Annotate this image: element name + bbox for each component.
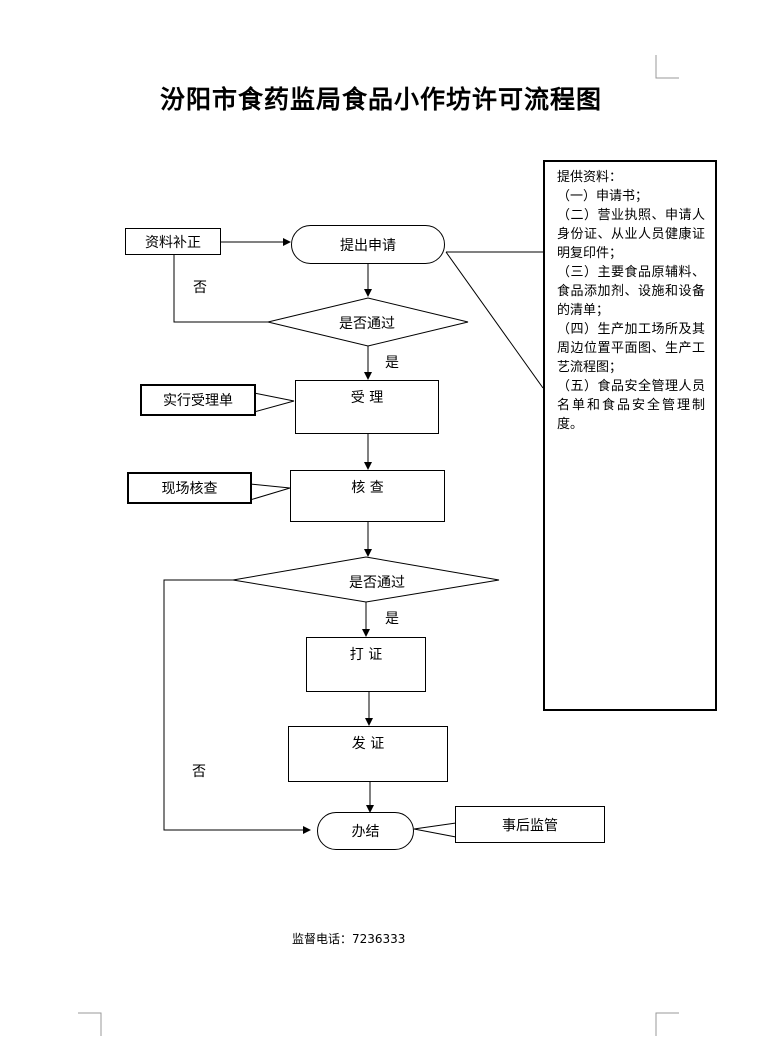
print-box: 打 证 [306, 637, 426, 692]
materials-item: （二）营业执照、申请人身份证、从业人员健康证明复印件； [557, 208, 705, 261]
issue-box: 发 证 [288, 726, 448, 782]
yes-label-1: 是 [385, 355, 399, 371]
supplement-box: 资料补正 [125, 228, 221, 255]
materials-item: （一）申请书； [557, 189, 649, 204]
decision-1-label: 是否通过 [339, 316, 395, 332]
accept-box: 受 理 [295, 380, 439, 434]
apply-node: 提出申请 [291, 225, 445, 264]
page-corner-marks [78, 55, 679, 1036]
materials-heading: 提供资料： [557, 170, 623, 185]
inspect-note-callout: 现场核查 [127, 472, 252, 504]
supervision-phone: 监督电话：7236333 [292, 932, 406, 946]
materials-item: （四）生产加工场所及其周边位置平面图、生产工艺流程图； [557, 322, 705, 375]
materials-item: （三）主要食品原辅料、食品添加剂、设施和设备的清单； [557, 265, 705, 318]
no-label-2: 否 [192, 764, 206, 780]
materials-item: （五）食品安全管理人员名单和食品安全管理制度。 [557, 379, 705, 432]
decision-diamond-2 [232, 556, 500, 603]
decision-2-label: 是否通过 [349, 575, 405, 591]
no-label-1: 否 [193, 280, 207, 296]
yes-label-2: 是 [385, 611, 399, 627]
page-title: 汾阳市食药监局食品小作坊许可流程图 [159, 85, 602, 114]
materials-box: 提供资料： （一）申请书； （二）营业执照、申请人身份证、从业人员健康证明复印件… [543, 160, 717, 711]
done-node: 办结 [317, 812, 414, 850]
inspect-box: 核 查 [290, 470, 445, 522]
decision-diamond-1 [267, 297, 469, 347]
post-supervision-box: 事后监管 [455, 806, 605, 843]
accept-note-callout: 实行受理单 [140, 384, 256, 416]
